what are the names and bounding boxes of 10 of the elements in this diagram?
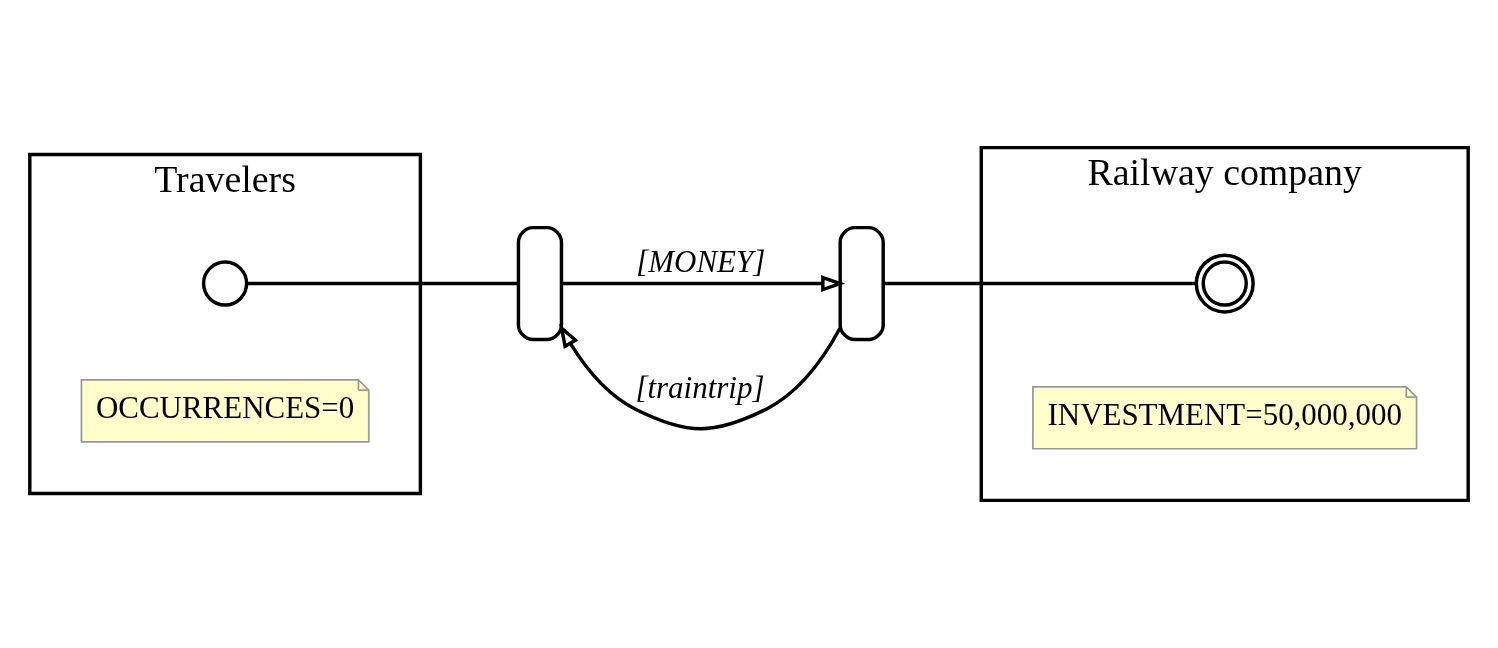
node-bullseye (1194, 253, 1255, 314)
arrow (561, 275, 846, 292)
arrow (559, 323, 842, 431)
connector (883, 281, 1197, 286)
node-circle (201, 260, 249, 307)
connector (246, 281, 519, 286)
node-box (838, 225, 885, 342)
edge-label: [traintrip] (635, 369, 765, 405)
node-box (516, 225, 564, 342)
edge-label: [MONEY] (636, 244, 766, 280)
